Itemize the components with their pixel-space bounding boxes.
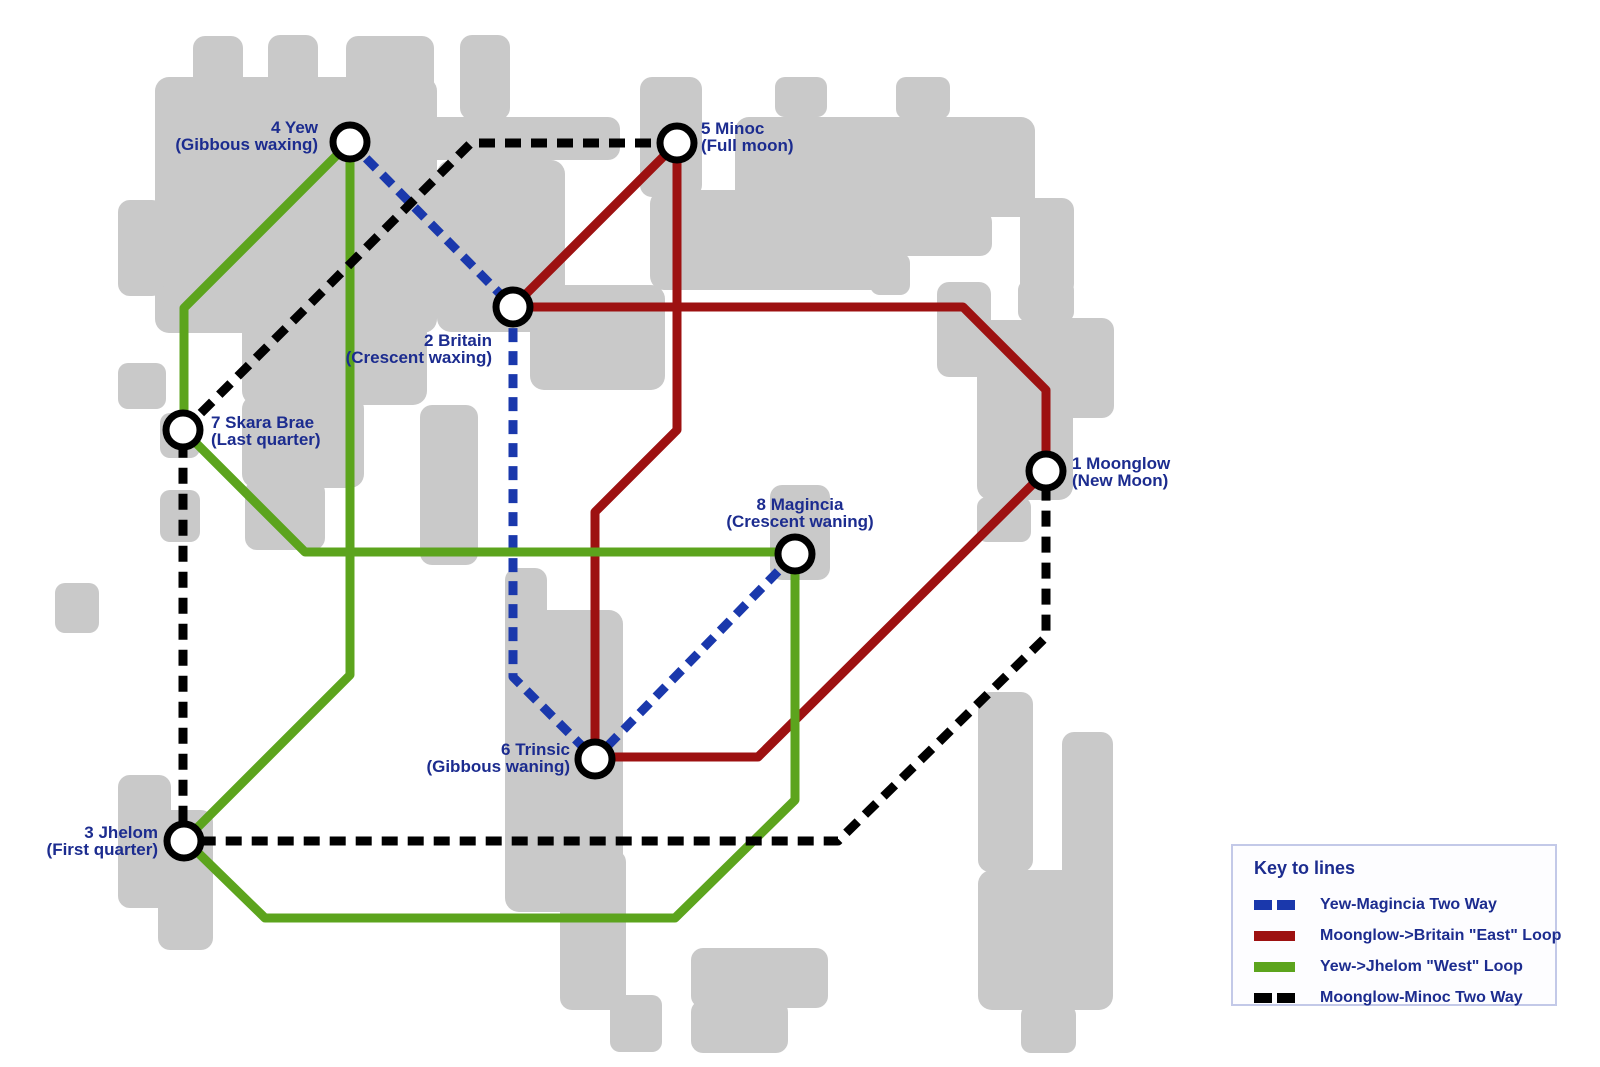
station-label-moonglow: 1 Moonglow (New Moon) — [1072, 455, 1170, 489]
legend: Key to lines Yew-Magincia Two Way Moongl… — [1231, 844, 1561, 1006]
red-solid-line-swatch — [1254, 930, 1295, 941]
station-phase: (Crescent waxing) — [345, 348, 492, 367]
station-label-trinsic: 6 Trinsic (Gibbous waning) — [370, 741, 570, 775]
station-label-magincia: 8 Magincia (Crescent waning) — [700, 496, 900, 530]
legend-row-yew-magincia: Yew-Magincia Two Way — [1254, 889, 1555, 920]
legend-label: Moonglow-Minoc Two Way — [1320, 988, 1523, 1006]
station-label-britain: 2 Britain (Crescent waxing) — [292, 332, 492, 366]
station-jhelom — [163, 820, 205, 862]
station-skara-brae — [162, 409, 204, 451]
station-name: 2 Britain — [423, 331, 492, 350]
station-name: 4 Yew — [271, 118, 318, 137]
legend-row-east-loop: Moonglow->Britain "East" Loop — [1254, 920, 1561, 951]
landmass — [55, 35, 1114, 1053]
station-name: 5 Minoc — [701, 119, 765, 138]
station-label-jhelom: 3 Jhelom (First quarter) — [0, 824, 158, 858]
legend-title: Key to lines — [1254, 858, 1356, 878]
line-yew-jhelom-west-loop — [179, 137, 800, 923]
station-phase: (New Moon) — [1072, 471, 1169, 490]
line-yew-magincia-two-way — [346, 138, 799, 764]
line-moonglow-britain-east-loop — [508, 138, 1051, 762]
station-name: 3 Jhelom — [84, 823, 158, 842]
blue-dashed-line-swatch — [1254, 899, 1295, 910]
station-name: 6 Trinsic — [501, 740, 570, 759]
station-trinsic — [574, 738, 616, 780]
station-phase: (Gibbous waning) — [426, 757, 570, 776]
black-dashed-line-swatch — [1254, 992, 1295, 1003]
legend-label: Yew-Magincia Two Way — [1320, 895, 1497, 913]
station-label-skara-brae: 7 Skara Brae (Last quarter) — [211, 414, 321, 448]
station-label-minoc: 5 Minoc (Full moon) — [701, 120, 794, 154]
green-solid-line-swatch — [1254, 961, 1295, 972]
station-phase: (Gibbous waxing) — [175, 135, 318, 154]
station-minoc — [656, 122, 698, 164]
station-moonglow — [1025, 450, 1067, 492]
station-phase: (Last quarter) — [211, 430, 321, 449]
station-name: 1 Moonglow — [1072, 454, 1171, 473]
station-magincia — [774, 533, 816, 575]
legend-row-moonglow-minoc: Moonglow-Minoc Two Way — [1254, 982, 1555, 1013]
station-name: 7 Skara Brae — [211, 413, 315, 432]
legend-row-west-loop: Yew->Jhelom "West" Loop — [1254, 951, 1555, 982]
legend-label: Moonglow->Britain "East" Loop — [1320, 926, 1562, 944]
station-yew — [329, 121, 371, 163]
station-britain — [492, 286, 534, 328]
station-phase: (Full moon) — [701, 136, 794, 155]
station-phase: (First quarter) — [46, 840, 158, 859]
station-name: 8 Magincia — [756, 495, 844, 514]
legend-label: Yew->Jhelom "West" Loop — [1320, 957, 1523, 975]
station-phase: (Crescent waning) — [726, 512, 874, 531]
station-label-yew: 4 Yew (Gibbous waxing) — [118, 119, 318, 153]
